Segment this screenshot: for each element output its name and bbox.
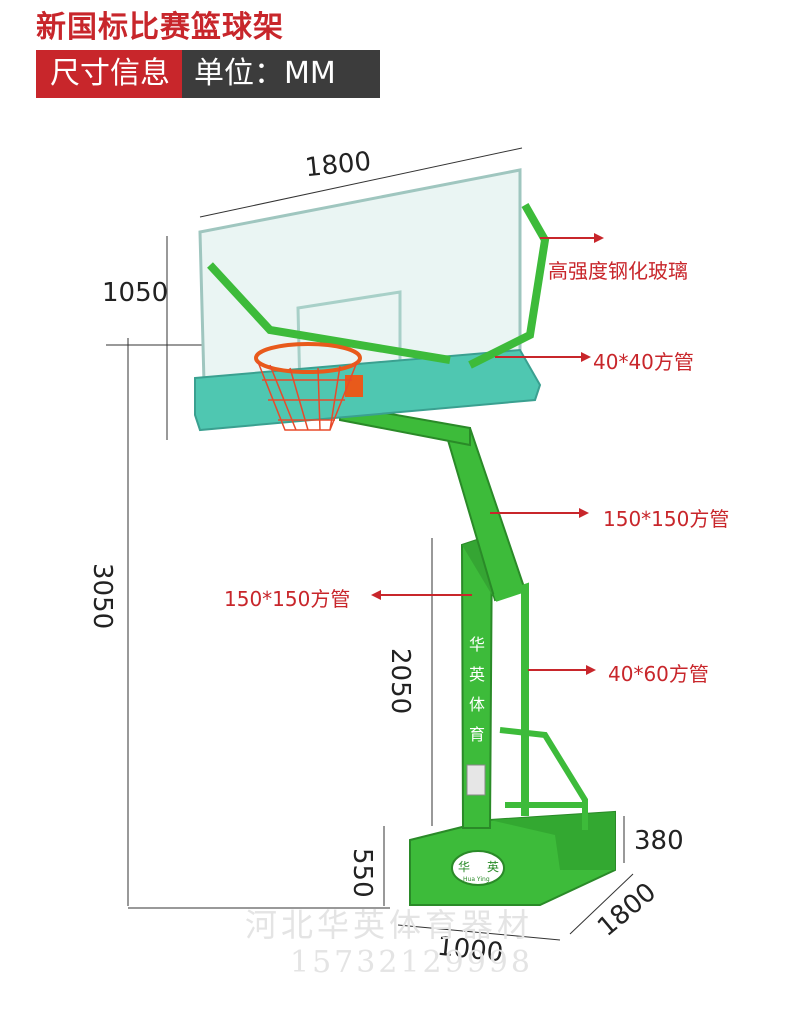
hoop [254,342,363,431]
dim-base-short: 380 [634,826,684,856]
post-char-3: 体 [468,695,485,714]
rear-strut [499,727,588,830]
backboard [194,168,550,432]
base-logo-left: 华 [458,860,471,874]
callout-40x60: 40*60方管 [608,662,709,686]
banner-label-unit: 单位：MM [182,50,380,98]
callout-40x40: 40*40方管 [593,350,694,374]
dim-line-base-width [397,924,561,941]
dim-backboard-height: 1050 [102,278,169,308]
dim-total-height: 3050 [87,563,117,630]
rear-brace [493,582,529,816]
bottom-padding [194,348,542,432]
banner-label-size: 尺寸信息 [36,50,182,98]
dimension-lines [106,147,634,941]
dim-line-backboard-width [199,147,523,218]
page-title: 新国标比赛篮球架 [36,10,284,45]
post-char-2: 英 [468,665,485,684]
post-plate [466,764,486,796]
post-char-4: 育 [468,725,485,744]
post-brand-label: 华 英 体 育 [466,630,488,750]
callout-arrows [371,233,604,675]
callout-150-left: 150*150方管 [224,587,351,611]
callout-glass: 高强度钢化玻璃 [548,259,688,283]
watermark-phone: 15732129998 [290,945,533,980]
backboard-brace-right [468,203,550,369]
base-logo-sub: Hua Ying [463,876,490,883]
net [257,361,358,431]
info-banner: 尺寸信息 单位：MM [36,50,380,98]
rim [254,342,362,374]
post-char-1: 华 [468,635,485,654]
dim-line-base-depth [569,873,634,935]
backboard-brace-left [207,262,451,364]
dim-base-height: 550 [347,848,377,898]
base-logo-right: 英 [487,860,500,874]
post-frame [339,403,588,830]
base-logo [451,850,505,886]
watermark-company: 河北华英体育器材 [245,906,534,944]
callout-150-right: 150*150方管 [603,507,730,531]
dim-post-height: 2050 [385,648,415,715]
